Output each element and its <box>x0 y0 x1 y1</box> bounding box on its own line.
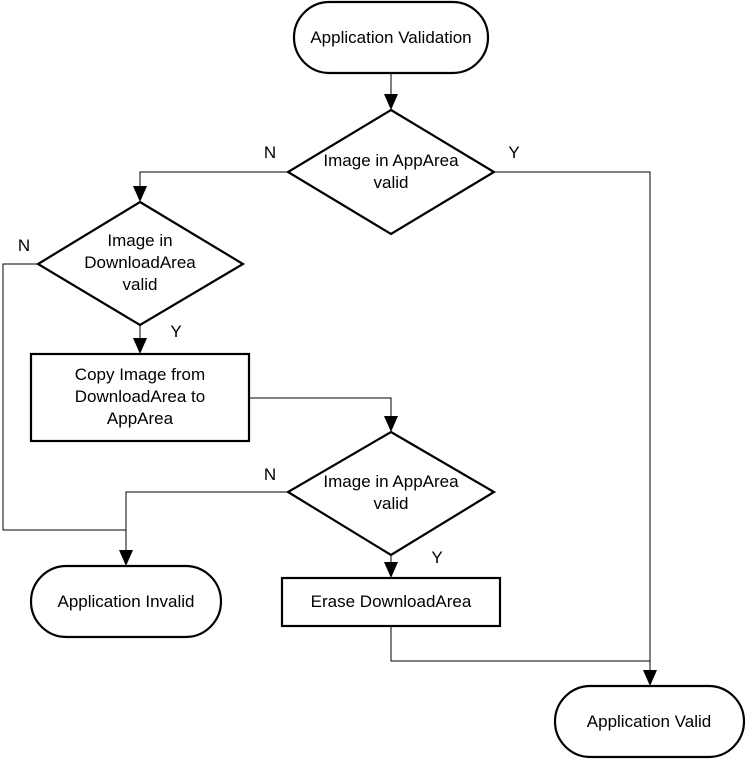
node-application-valid: Application Valid <box>553 684 746 759</box>
arrowhead <box>384 94 398 110</box>
decision-label-line-2: valid <box>374 494 409 513</box>
arrowhead <box>133 338 147 354</box>
decision-label-line-1: Image in <box>107 231 172 250</box>
decision-image-in-apparea-2: Image in AppArea valid <box>285 430 497 557</box>
decision-image-in-downloadarea: Image in DownloadArea valid <box>35 200 246 327</box>
decision-label-line-2: DownloadArea <box>84 253 196 272</box>
process-copy-image: Copy Image from DownloadArea to AppArea <box>29 352 251 443</box>
arrowhead <box>133 186 147 202</box>
edge-label-d3-yes: Y <box>431 548 442 567</box>
arrowhead <box>119 550 133 566</box>
process-label-line-3: AppArea <box>107 409 174 428</box>
process-label: Erase DownloadArea <box>311 592 472 611</box>
edge-decision3-no <box>125 491 288 550</box>
decision-label-line-3: valid <box>123 275 158 294</box>
decision-label-line-1: Image in AppArea <box>323 472 459 491</box>
edge-decision2-no <box>2 263 126 531</box>
arrowhead <box>643 670 657 686</box>
node-application-validation: Application Validation <box>292 0 490 75</box>
arrowhead <box>384 416 398 432</box>
process-label-line-2: DownloadArea to <box>75 387 205 406</box>
process-erase-downloadarea: Erase DownloadArea <box>280 576 502 628</box>
arrowhead <box>384 562 398 578</box>
node-label: Application Valid <box>587 712 711 731</box>
edge-label-d2-yes: Y <box>170 322 181 341</box>
decision-image-in-apparea: Image in AppArea valid <box>285 108 497 236</box>
edge-decision1-no <box>139 171 288 186</box>
edge-label-d2-no: N <box>18 236 30 255</box>
edge-decision1-yes <box>494 171 651 670</box>
decision-label-line-1: Image in AppArea <box>323 151 459 170</box>
edge-copy-to-decision3 <box>249 397 392 416</box>
edge-label-d1-no: N <box>264 143 276 162</box>
node-label: Application Validation <box>310 28 471 47</box>
edge-label-d3-no: N <box>264 465 276 484</box>
node-label: Application Invalid <box>57 592 194 611</box>
decision-label-line-2: valid <box>374 173 409 192</box>
edge-erase-to-valid <box>390 626 650 662</box>
edge-label-d1-yes: Y <box>508 143 519 162</box>
node-application-invalid: Application Invalid <box>29 564 223 639</box>
process-label-line-1: Copy Image from <box>75 365 205 384</box>
